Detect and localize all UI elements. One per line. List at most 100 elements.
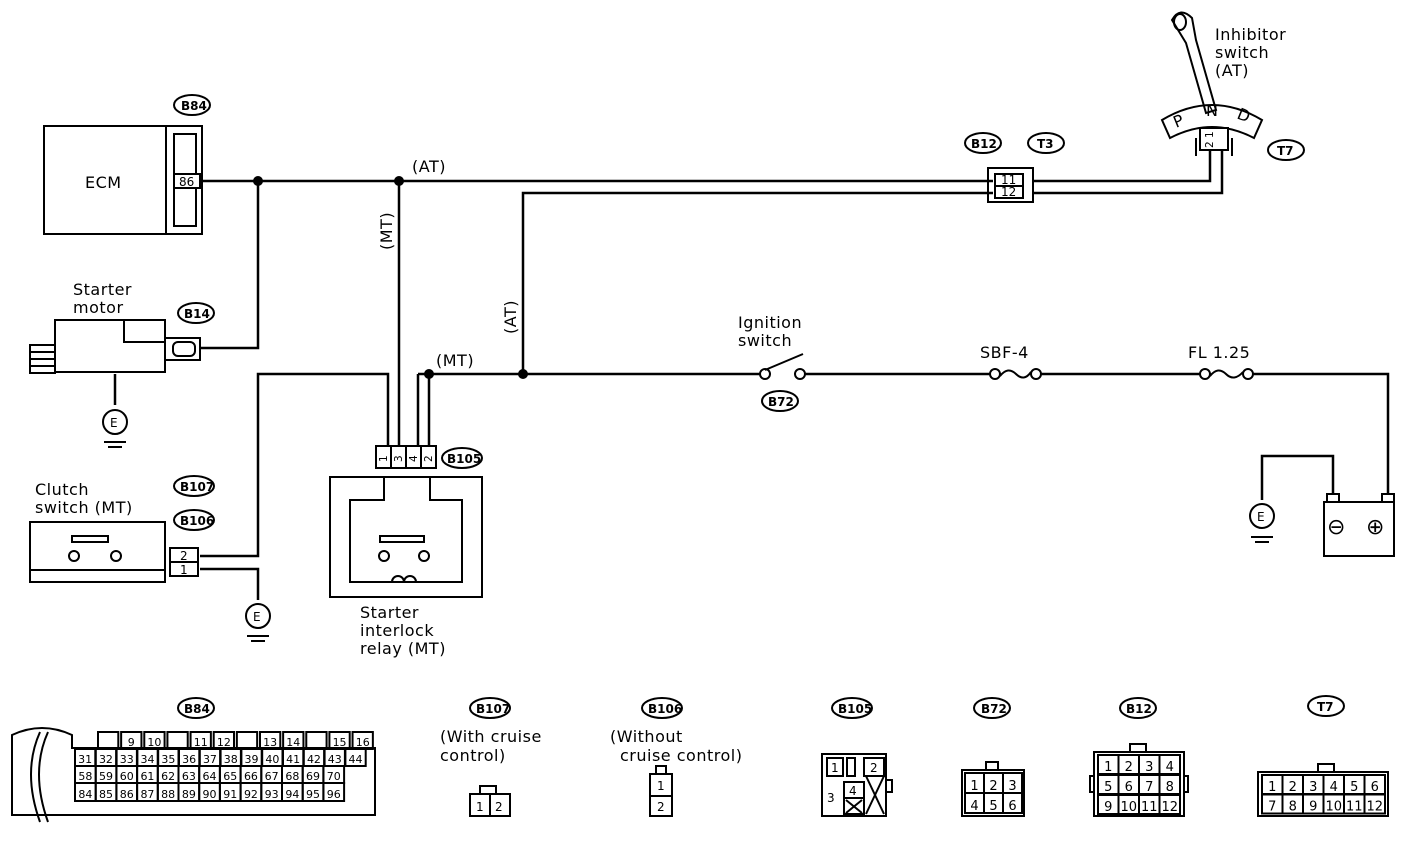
b84-pin-61: 61: [140, 770, 154, 783]
relay-pin-1: 1: [378, 455, 390, 462]
ecm-unit: 86 ECM B84: [43, 94, 211, 235]
t7-face-pin-11: 11: [1346, 800, 1363, 815]
b106-note-2: cruise control): [620, 746, 742, 765]
t7-face-pin-3: 3: [1309, 780, 1317, 795]
b12-face-pin-12: 12: [1161, 800, 1178, 815]
b84-pin-58: 58: [78, 770, 92, 783]
inhibitor-label-1: Inhibitor: [1215, 25, 1286, 44]
inhibitor-label-3: (AT): [1215, 61, 1249, 80]
b72-pin-6: 6: [1008, 799, 1016, 814]
b105-face-pin-3: 3: [827, 791, 835, 805]
face-tag-b107: B107: [476, 702, 510, 716]
b12-face-pin-10: 10: [1120, 800, 1137, 815]
b84-pin-44: 44: [349, 753, 363, 766]
battery-plus-icon: ⊕: [1366, 515, 1384, 540]
b84-pin-63: 63: [182, 770, 196, 783]
fuse-sbf-label: SBF-4: [980, 343, 1029, 362]
b12-face-pin-6: 6: [1125, 780, 1133, 795]
ignition-label-1: Ignition: [738, 313, 802, 332]
b84-pin-14: 14: [286, 736, 300, 749]
b84-pin-64: 64: [203, 770, 217, 783]
inhibitor-label-2: switch: [1215, 43, 1269, 62]
b84-pin-65: 65: [223, 770, 237, 783]
tag-b14: B14: [184, 307, 210, 321]
b106-pin-1: 1: [657, 779, 665, 793]
relay-pin-2: 2: [423, 455, 435, 462]
b84-pin-blank6-cell: [235, 731, 259, 750]
starter-motor: Starter motor B14 E: [29, 280, 215, 448]
face-tag-b84: B84: [184, 702, 210, 716]
b84-pin-44-cell: [344, 748, 367, 767]
face-tag-b105: B105: [838, 702, 872, 716]
b12-face-pin-4: 4: [1166, 760, 1174, 775]
b84-pin-42: 42: [307, 753, 321, 766]
ignition-label-2: switch: [738, 331, 792, 350]
clutch-pin-2: 2: [180, 549, 188, 563]
t7-face-pin-2: 2: [1289, 780, 1297, 795]
b12-face-pin-12-cell: [1158, 794, 1181, 815]
wire-label-at-vertical: (AT): [501, 300, 520, 334]
starter-motor-label-2: motor: [73, 298, 124, 317]
b84-pin-34: 34: [141, 753, 155, 766]
relay-pin-3: 3: [393, 455, 405, 462]
clutch-pin-1: 1: [180, 563, 188, 577]
b84-pin-33: 33: [120, 753, 134, 766]
b72-pin-2: 2: [989, 779, 997, 794]
b12-face-pin-3: 3: [1145, 760, 1153, 775]
b84-pin-92: 92: [244, 788, 258, 801]
clutch-label-1: Clutch: [35, 480, 89, 499]
b84-pin-15: 15: [333, 736, 347, 749]
inhibitor-pins: 2 1: [1204, 131, 1216, 148]
b84-pin-11: 11: [194, 736, 208, 749]
b72-pin-3: 3: [1008, 779, 1016, 794]
face-tag-b72: B72: [981, 702, 1007, 716]
tag-t3: T3: [1037, 137, 1054, 151]
t7-face-pin-6: 6: [1371, 780, 1379, 795]
b84-pin-96-cell: [322, 782, 346, 802]
b107-note-1: (With cruise: [440, 727, 542, 746]
face-tag-b106: B106: [648, 702, 682, 716]
b84-pin-68: 68: [285, 770, 299, 783]
b84-pin-41: 41: [286, 753, 300, 766]
t7-face-pin-7: 7: [1268, 800, 1276, 815]
b84-pin-67: 67: [265, 770, 279, 783]
tag-b106: B106: [180, 514, 214, 528]
b84-pin-88: 88: [161, 788, 175, 801]
t7-face-pin-4: 4: [1330, 780, 1338, 795]
b84-pin-94: 94: [285, 788, 299, 801]
b72-pin-4: 4: [970, 799, 978, 814]
t7-face-pin-8: 8: [1289, 800, 1297, 815]
fuse-fl-1-25: FL 1.25: [1188, 343, 1254, 380]
gear-p: P: [1170, 110, 1187, 131]
wire-label-mt-vertical: (MT): [377, 212, 396, 250]
b84-pin-87: 87: [140, 788, 154, 801]
b106-note-1: (Without: [610, 727, 683, 746]
gear-n: N: [1206, 101, 1218, 120]
wiring: [113, 150, 1390, 600]
b84-pin-70: 70: [327, 770, 341, 783]
b12-face-pin-9: 9: [1104, 800, 1112, 815]
b84-pin-89: 89: [182, 788, 196, 801]
face-tag-t7: T7: [1317, 700, 1334, 714]
ground-e-clutch: E: [253, 610, 261, 624]
tag-t7: T7: [1277, 144, 1294, 158]
b84-pin-62: 62: [161, 770, 175, 783]
ecm-pin-86: 86: [179, 175, 194, 189]
t7-face-pin-12: 12: [1366, 800, 1383, 815]
tag-b84: B84: [181, 99, 207, 113]
b84-pin-90: 90: [203, 788, 217, 801]
ecm-label: ECM: [85, 173, 122, 192]
b84-pin-59: 59: [99, 770, 113, 783]
b107-pin-2: 2: [495, 800, 503, 814]
b84-pin-96: 96: [327, 788, 341, 801]
b84-pin-36: 36: [182, 753, 196, 766]
tag-b105: B105: [447, 452, 481, 466]
wire-label-at-top: (AT): [412, 157, 446, 176]
b84-pin-12: 12: [217, 736, 231, 749]
relay-label-3: relay (MT): [360, 639, 446, 658]
b84-pin-84: 84: [78, 788, 92, 801]
